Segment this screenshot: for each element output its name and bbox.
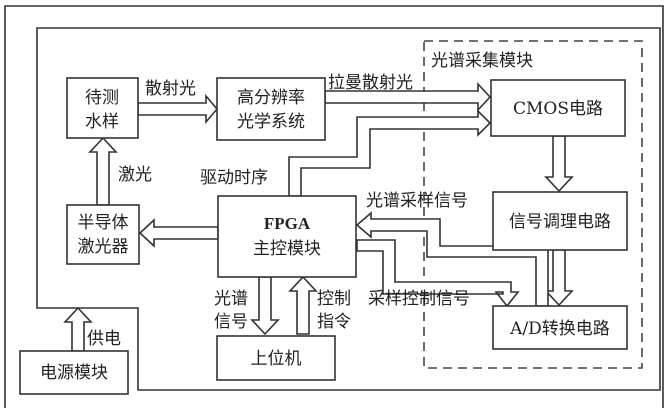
label-laser-light: 激光 [118,165,152,185]
block-optical-system-line2: 光学系统 [237,112,305,132]
system-frame [36,27,661,391]
label-power-supply: 供电 [87,329,121,349]
spectral-module-boundary [423,40,643,369]
block-power-module: 电源模块 [19,350,129,395]
block-water-sample: 待测 水样 [66,77,139,139]
label-raman-light: 拉曼散射光 [328,73,413,93]
block-fpga-line1: FPGA [264,214,311,233]
label-spectral-signal-line2: 信号 [214,312,248,332]
block-laser-line1: 半导体 [78,213,129,233]
block-adc-label: A/D转换电路 [509,319,610,339]
label-spectral-sampling: 光谱采样信号 [366,191,468,211]
block-cmos: CMOS电路 [490,79,626,137]
block-optical-system: 高分辨率 光学系统 [216,77,326,141]
arrow-scattered-light [137,93,219,125]
label-scattered-light: 散射光 [145,79,196,99]
arrow-fpga-to-laser [138,218,219,248]
block-laser-line2: 激光器 [78,237,129,257]
arrow-drive-timing [288,109,492,197]
label-control-command-line1: 控制 [317,289,351,309]
block-signal-conditioning: 信号调理电路 [492,191,628,251]
block-power-module-label: 电源模块 [40,363,108,383]
arrow-raman-light [324,81,492,113]
block-fpga-line2: 主控模块 [253,239,321,259]
block-adc: A/D转换电路 [492,305,628,350]
label-drive-timing: 驱动时序 [200,168,268,188]
arrow-conditioning-to-adc [544,249,574,307]
block-optical-system-line1: 高分辨率 [237,88,305,108]
arrow-power-supply [63,306,93,352]
arrow-spectral-signal [250,276,280,336]
spectral-module-label: 光谱采集模块 [431,51,533,71]
arrow-sampling-control [356,239,520,308]
label-control-command-line2: 指令 [317,312,351,332]
block-laser: 半导体 激光器 [66,204,140,265]
label-spectral-signal-line1: 光谱 [214,289,248,309]
arrow-laser-light [88,136,118,206]
arrow-control-command [288,275,318,335]
block-signal-conditioning-label: 信号调理电路 [509,212,611,232]
arrow-cmos-to-conditioning [544,135,574,193]
block-water-sample-line2: 水样 [85,112,119,132]
outer-frame [4,5,664,408]
block-host-pc-label: 上位机 [251,349,302,369]
block-host-pc: 上位机 [216,335,336,381]
block-fpga: FPGA 主控模块 [217,195,357,278]
block-cmos-label: CMOS电路 [513,99,603,119]
block-water-sample-line1: 待测 [85,88,119,108]
label-sampling-control: 采样控制信号 [368,289,470,309]
